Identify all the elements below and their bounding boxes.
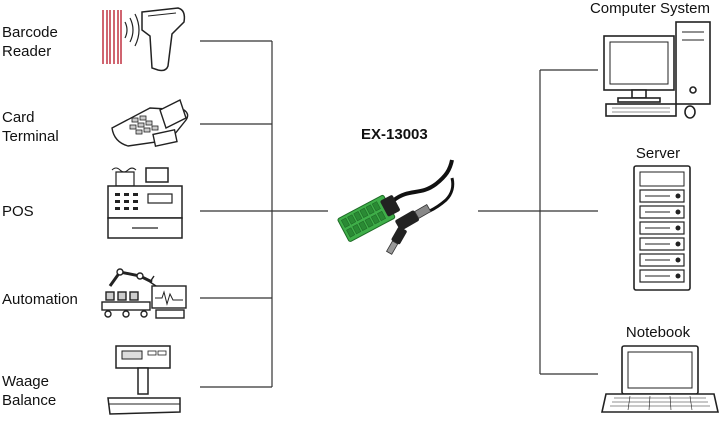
- scale-icon: [107, 345, 181, 415]
- label-line: Barcode: [2, 24, 58, 41]
- label-barcode-reader: Barcode Reader: [2, 23, 58, 61]
- label-automation: Automation: [2, 290, 78, 309]
- pos-register-icon: [107, 167, 183, 239]
- label-line: Automation: [2, 291, 78, 308]
- desktop-computer-icon: [603, 21, 711, 119]
- label-card-terminal: Card Terminal: [2, 108, 59, 146]
- label-line: Reader: [2, 43, 52, 60]
- label-waage-balance: Waage Balance: [2, 372, 56, 410]
- label-notebook: Notebook: [625, 324, 691, 341]
- label-line: Waage: [2, 373, 49, 390]
- label-pos: POS: [2, 202, 34, 221]
- device-title: EX-13003: [361, 126, 428, 143]
- label-line: Card: [2, 109, 35, 126]
- label-computer-system: Computer System: [589, 0, 711, 17]
- label-line: Terminal: [2, 128, 59, 145]
- ex-13003-device-icon: [337, 159, 455, 255]
- laptop-icon: [601, 345, 719, 413]
- label-line: Balance: [2, 392, 57, 409]
- card-terminal-icon: [111, 99, 189, 147]
- robot-arm-icon: [101, 268, 187, 319]
- label-server: Server: [635, 145, 681, 162]
- server-rack-icon: [633, 165, 691, 291]
- label-line: POS: [2, 203, 34, 220]
- barcode-reader-icon: [102, 7, 186, 72]
